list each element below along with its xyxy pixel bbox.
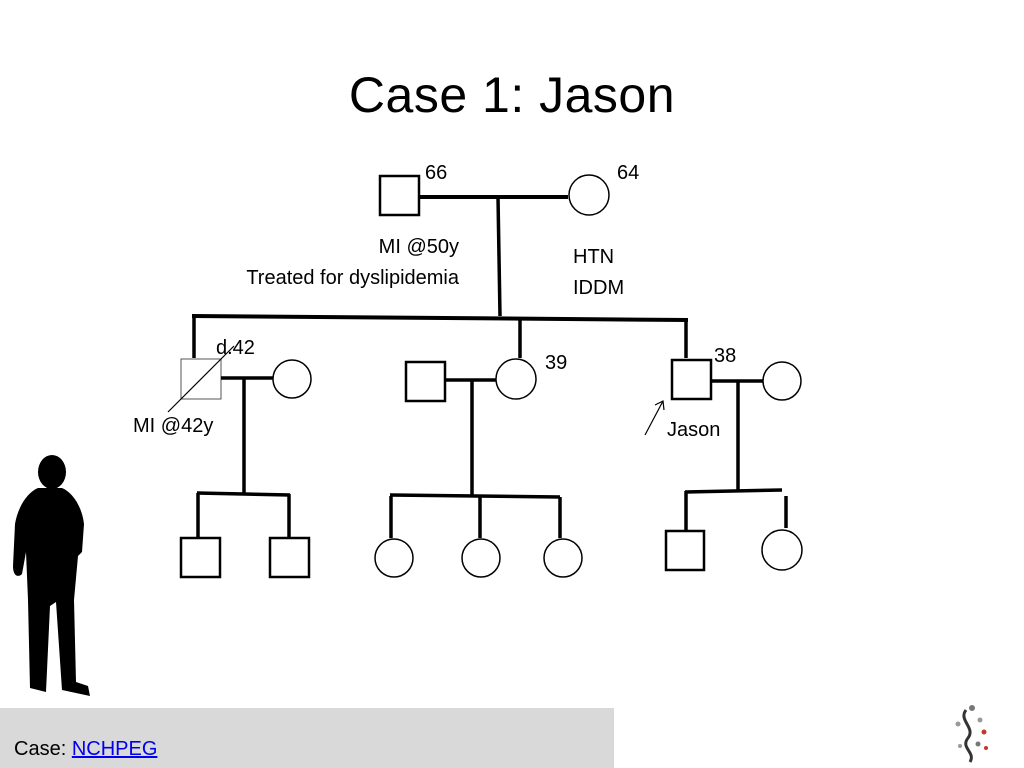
- jason-square: [670, 358, 713, 401]
- jason-spouse-circle: [762, 361, 802, 401]
- grandmother-note-htn: HTN: [573, 246, 615, 268]
- aunt-child2-circle: [461, 538, 501, 578]
- sibship-line-uncle: [196, 491, 291, 497]
- grandmother-circle: [568, 174, 610, 216]
- grandmother-age: 64: [617, 162, 640, 184]
- aunt-child1-circle: [374, 538, 414, 578]
- aunt-circle: [495, 358, 537, 400]
- descent-line-grandparents: [496, 196, 502, 317]
- sibship-line-aunt: [389, 493, 561, 499]
- deceased-slash: [167, 345, 235, 413]
- sibship-line-gen2: [191, 314, 689, 322]
- uncle-mi-label: MI @42y: [133, 415, 214, 437]
- grandfather-note-mi: MI @50y: [378, 236, 459, 258]
- jason-age: 38: [714, 345, 737, 367]
- aunt-age: 39: [545, 352, 568, 374]
- uncle-spouse-circle: [272, 359, 312, 399]
- proband-arrowhead: [654, 400, 665, 411]
- aunt-spouse-square: [404, 360, 447, 403]
- uncle-child1-square: [179, 536, 222, 579]
- footer-bar: Case: NCHPEG: [0, 708, 614, 768]
- slide-title: Case 1: Jason: [348, 67, 676, 123]
- grandfather-age: 66: [425, 162, 448, 184]
- footer-case-prefix: Case:: [14, 738, 72, 760]
- grandmother-note-iddm: IDDM: [573, 277, 625, 299]
- footer-case-text: Case: NCHPEG: [14, 738, 157, 761]
- aunt-child3-circle: [543, 538, 583, 578]
- jason-name-label: Jason: [667, 419, 721, 441]
- uncle-death-label: d.42: [216, 337, 255, 359]
- jason-child2-circle: [761, 529, 803, 571]
- sibship-line-jason: [684, 488, 783, 494]
- proband-arrow: [644, 400, 664, 436]
- grandfather-square: [378, 174, 421, 217]
- nchpeg-link[interactable]: NCHPEG: [71, 738, 158, 760]
- man-silhouette-icon: [13, 455, 90, 696]
- jason-child1-square: [664, 529, 706, 572]
- grandfather-note-dyslipidemia: Treated for dyslipidemia: [246, 267, 459, 289]
- uncle-child2-square: [268, 536, 311, 579]
- dna-logo-icon: [955, 705, 988, 763]
